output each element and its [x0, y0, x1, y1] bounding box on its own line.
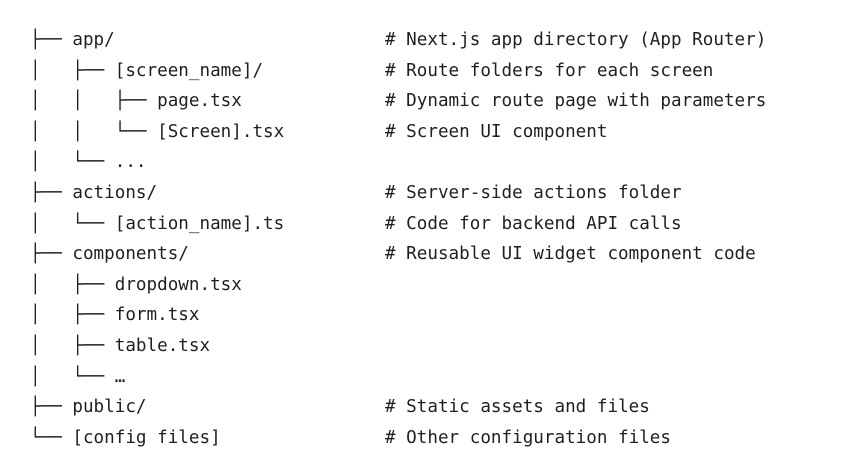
tree-path: │ ├── form.tsx	[30, 305, 200, 326]
tree-path: │ │ ├── page.tsx	[30, 91, 242, 112]
tree-path: ├── components/	[30, 244, 189, 265]
tree-path: │ └── …	[30, 366, 126, 387]
tree-comment: # Code for backend API calls	[385, 213, 682, 234]
tree-comment: # Route folders for each screen	[385, 60, 714, 81]
tree-path: ├── actions/	[30, 182, 158, 203]
tree-comment: # Server-side actions folder	[385, 182, 682, 203]
tree-path: ├── public/	[30, 397, 147, 418]
tree-comment: # Screen UI component	[385, 121, 608, 142]
tree-path: ├── app/	[30, 30, 115, 50]
tree-path: │ └── [action_name].ts	[30, 213, 285, 234]
tree-path: │ ├── [screen_name]/	[30, 60, 264, 81]
tree-path: │ ├── table.tsx	[30, 335, 211, 356]
tree-comment: # Reusable UI widget component code	[385, 244, 756, 265]
tree-comment: # Dynamic route page with parameters	[385, 91, 767, 112]
tree-path: │ │ └── [Screen].tsx	[30, 121, 285, 142]
tree-path: │ ├── dropdown.tsx	[30, 274, 242, 295]
tree-path: │ └── ...	[30, 152, 147, 173]
tree-comment: # Next.js app directory (App Router)	[385, 30, 767, 50]
tree-comment: # Static assets and files	[385, 397, 650, 418]
tree-comment: # Other configuration files	[385, 427, 671, 448]
tree-path: └── [config files]	[30, 427, 221, 448]
